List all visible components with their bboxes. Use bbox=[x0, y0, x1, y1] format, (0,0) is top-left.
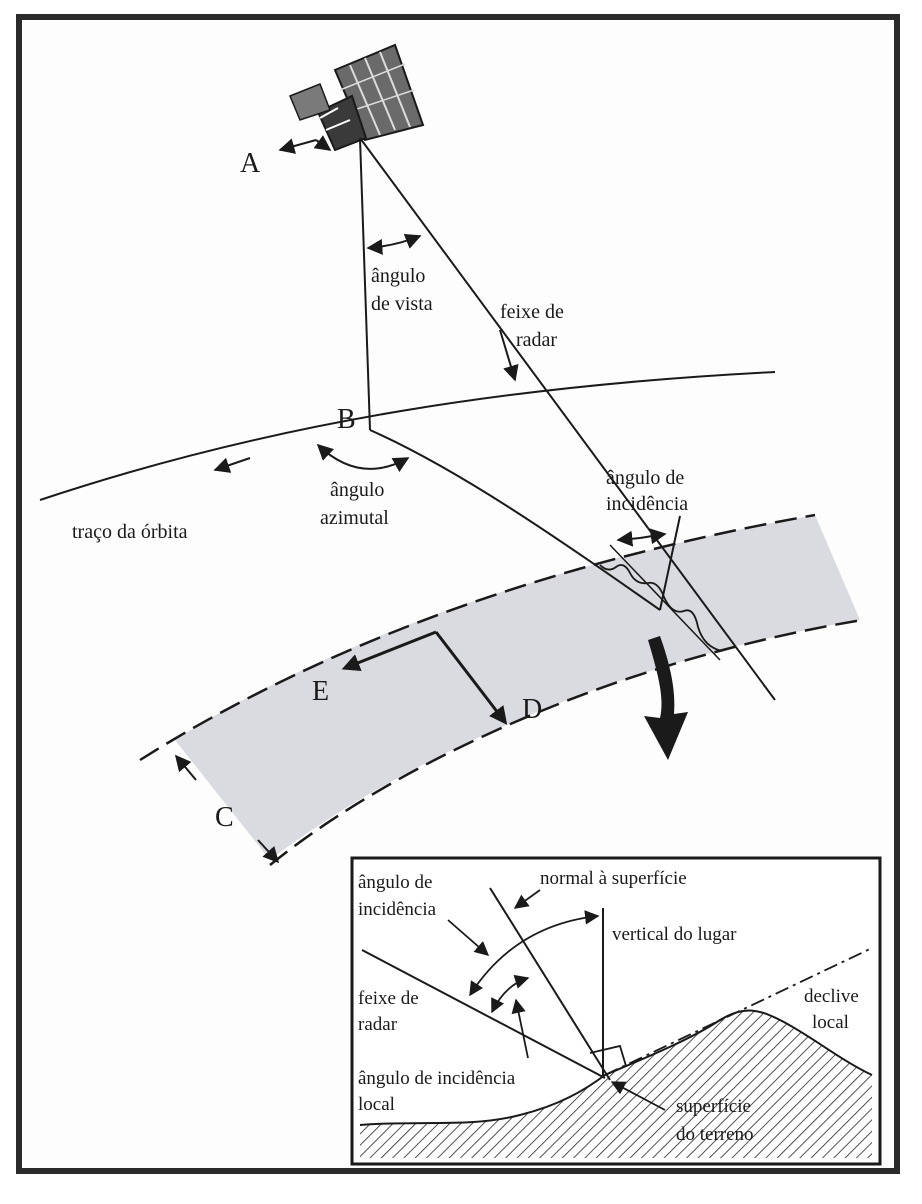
radar-beam-label-1: feixe de bbox=[500, 301, 564, 323]
inset-local-incidence-pointer bbox=[511, 998, 529, 1059]
inset-vertical-label: vertical do lugar bbox=[612, 924, 737, 945]
incidence-angle-arrow-2 bbox=[639, 528, 667, 545]
inset-normal-pointer bbox=[513, 889, 541, 909]
inset-terrain-label-2: do terreno bbox=[676, 1124, 754, 1145]
inset-incidence-label-2: incidência bbox=[358, 899, 437, 920]
label-c: C bbox=[215, 802, 234, 833]
inset-radar-beam-label-2: radar bbox=[358, 1014, 398, 1035]
inset-terrain-surface bbox=[359, 1009, 873, 1126]
inset-incidence-arc bbox=[469, 910, 600, 997]
a-direction-arrow-2 bbox=[313, 135, 332, 151]
label-b: B bbox=[337, 404, 356, 435]
c-width-arrow-2 bbox=[257, 839, 280, 864]
inset-right-angle bbox=[589, 1044, 627, 1067]
radar-beam-line bbox=[359, 137, 776, 701]
inset-terrain-label-1: superfície bbox=[676, 1096, 751, 1117]
view-angle-label-2: de vista bbox=[371, 293, 433, 315]
radar-beam-arrow bbox=[499, 329, 519, 382]
satellite-icon bbox=[289, 43, 425, 152]
radar-beam-label-2: radar bbox=[516, 329, 557, 351]
inset-incidence-pointer bbox=[447, 919, 490, 956]
swath-far-edge bbox=[269, 618, 863, 866]
range-direction-big-arrow bbox=[644, 636, 688, 760]
inset-radar-beam-label-1: feixe de bbox=[358, 988, 419, 1009]
azimuth-angle-label-1: ângulo bbox=[330, 479, 384, 501]
inset-panel: ângulo de incidência normal à superfície… bbox=[350, 856, 882, 1166]
inset-slope-label-2: local bbox=[812, 1012, 849, 1033]
inset-local-incidence-label-1: ângulo de incidência bbox=[358, 1068, 516, 1089]
inset-local-incidence-arc bbox=[491, 974, 530, 1014]
inset-radar-beam-line bbox=[361, 949, 606, 1079]
inset-local-incidence-label-2: local bbox=[358, 1094, 395, 1115]
incidence-angle-label-2: incidência bbox=[606, 493, 688, 515]
inset-slope-label-1: declive bbox=[804, 986, 859, 1007]
label-d: D bbox=[522, 694, 542, 725]
view-angle-label-1: ângulo bbox=[371, 265, 425, 287]
nadir-line bbox=[359, 137, 371, 431]
orbit-track-label: traço da órbita bbox=[72, 521, 188, 543]
incidence-angle-label-1: ângulo de bbox=[606, 467, 684, 489]
d-direction-arrow bbox=[434, 631, 508, 725]
e-direction-arrow bbox=[341, 630, 437, 672]
inset-terrain-pointer bbox=[610, 1081, 666, 1111]
azimuth-angle-arc bbox=[316, 443, 410, 473]
inset-normal-label: normal à superfície bbox=[540, 868, 687, 889]
orbit-track-line bbox=[39, 371, 776, 501]
inset-incidence-label-1: ângulo de bbox=[358, 872, 432, 893]
a-direction-arrow bbox=[278, 138, 317, 154]
swath-near-edge bbox=[139, 513, 816, 762]
view-angle-arc bbox=[366, 233, 422, 255]
terrain-profile bbox=[599, 564, 723, 652]
local-normal-line bbox=[609, 544, 721, 661]
label-e: E bbox=[312, 676, 329, 707]
incidence-angle-arrow bbox=[616, 530, 641, 547]
orbit-direction-arrow bbox=[213, 457, 251, 473]
c-width-arrow bbox=[174, 754, 197, 781]
inset-local-slope-line bbox=[604, 947, 873, 1076]
azimuth-angle-label-2: azimutal bbox=[320, 507, 389, 529]
radar-swath bbox=[175, 515, 860, 860]
label-a: A bbox=[240, 148, 261, 179]
